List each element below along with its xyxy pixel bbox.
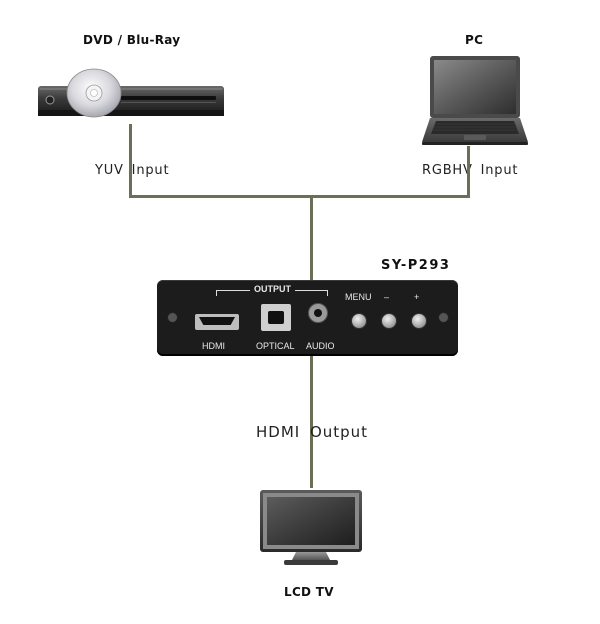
dvd-title: DVD / Blu-Ray — [83, 33, 181, 47]
converter-model-label: SY-P293 — [381, 258, 451, 273]
output-group-label: OUTPUT — [250, 284, 295, 294]
minus-button[interactable] — [381, 313, 397, 329]
pc-title: PC — [465, 33, 484, 47]
menu-button-label: MENU — [345, 292, 372, 302]
audio-jack-port[interactable] — [308, 303, 328, 323]
hdmi-port[interactable] — [195, 314, 239, 330]
pc-cable-vertical — [467, 146, 470, 198]
output-cable-vertical — [310, 356, 313, 488]
optical-port-label: OPTICAL — [256, 341, 295, 351]
dvd-cable-vertical — [129, 124, 132, 198]
lcd-tv-icon — [260, 490, 362, 565]
input-cable-trunk — [310, 195, 313, 281]
audio-port-label: AUDIO — [306, 341, 335, 351]
dvd-player-icon — [38, 68, 224, 118]
plus-button[interactable] — [411, 313, 427, 329]
hdmi-output-label: HDMI Output — [256, 423, 369, 441]
plus-button-label: + — [414, 292, 420, 302]
lcd-tv-title: LCD TV — [284, 585, 334, 599]
yuv-input-label: YUV Input — [95, 163, 170, 178]
menu-button[interactable] — [351, 313, 367, 329]
screw-left-icon — [167, 312, 178, 323]
input-cable-horizontal — [129, 195, 470, 198]
rgbhv-input-label: RGBHV Input — [422, 163, 519, 178]
minus-button-label: – — [384, 292, 390, 302]
hdmi-port-label: HDMI — [202, 341, 225, 351]
converter-box: OUTPUT HDMI OPTICAL AUDIO MENU – + — [157, 280, 458, 356]
laptop-icon — [422, 56, 528, 145]
optical-port[interactable] — [261, 304, 291, 331]
screw-right-icon — [438, 312, 449, 323]
